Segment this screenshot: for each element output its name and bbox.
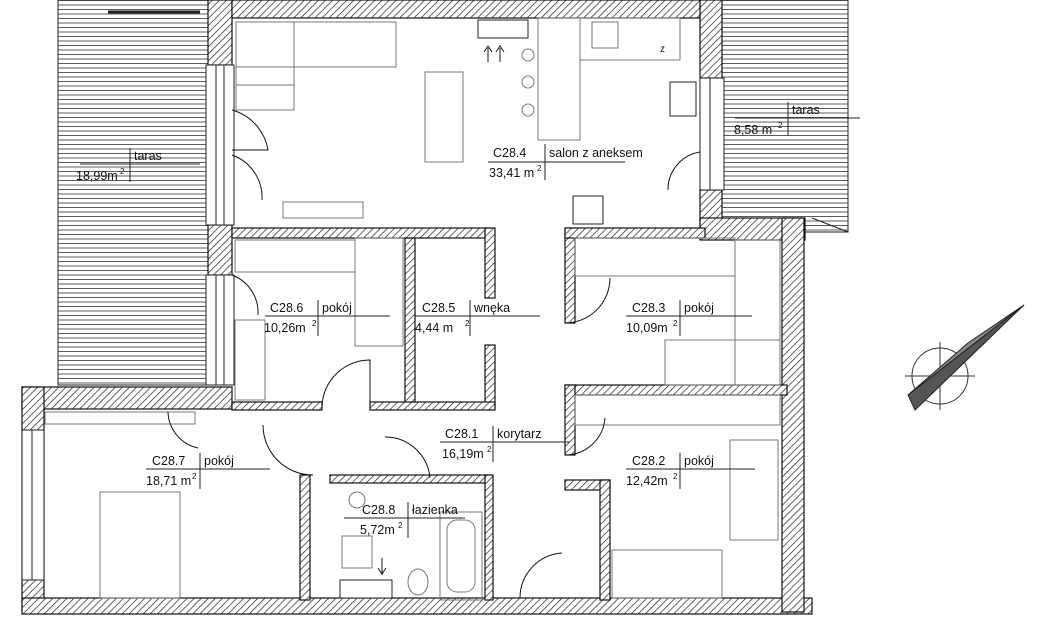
area-unit-sup: 2	[778, 121, 783, 130]
room-name: pokój	[684, 454, 714, 468]
kitchen-mark: z	[660, 44, 665, 55]
area-unit-sup: 2	[192, 472, 197, 481]
terrace-name: taras	[792, 103, 820, 117]
room-name: łazienka	[412, 503, 458, 517]
area-unit-sup: 2	[465, 319, 470, 328]
area-unit-sup: 2	[673, 472, 678, 481]
room-name: korytarz	[497, 427, 541, 441]
terrace-left	[57, 0, 209, 386]
terrace-area: 18,99m	[76, 169, 118, 183]
area-unit-sup: 2	[312, 319, 317, 328]
room-code: C28.6	[270, 301, 303, 315]
room-code: C28.3	[632, 301, 665, 315]
terrace-name: taras	[134, 149, 162, 163]
room-label-c28-1: C28.1 korytarz 16,19m 2	[440, 426, 570, 462]
room-area: 5,72m	[360, 523, 395, 537]
terrace-right	[721, 0, 849, 233]
room-label-c28-3: C28.3 pokój 10,09m 2	[626, 300, 752, 336]
room-area: 12,42m	[626, 474, 668, 488]
room-area: 33,41 m	[489, 166, 534, 180]
room-area: 4,44 m	[415, 321, 453, 335]
room-name: wnęka	[473, 301, 510, 315]
terrace-label-left: taras 18,99m 2	[76, 148, 200, 183]
windows	[21, 64, 725, 581]
room-code: C28.5	[422, 301, 455, 315]
area-unit-sup: 2	[120, 167, 125, 176]
area-unit-sup: 2	[537, 164, 542, 173]
room-area: 16,19m	[442, 447, 484, 461]
room-label-c28-2: C28.2 pokój 12,42m 2	[626, 453, 755, 489]
area-unit-sup: 2	[398, 521, 403, 530]
room-area: 18,71 m	[146, 474, 191, 488]
area-unit-sup: 2	[673, 319, 678, 328]
room-furniture	[44, 237, 781, 599]
room-label-c28-5: C28.5 wnęka 4,44 m 2	[415, 300, 540, 336]
room-name: pokój	[204, 454, 234, 468]
doors	[167, 109, 701, 599]
bathroom-fixtures	[339, 491, 483, 601]
room-name: salon z aneksem	[549, 146, 643, 160]
terrace-label-right: taras 8,58 m 2	[734, 102, 860, 137]
room-area: 10,26m	[264, 321, 306, 335]
room-name: pokój	[322, 301, 352, 315]
room-area: 10,09m	[626, 321, 668, 335]
room-label-c28-4: C28.4 salon z aneksem 33,41 m 2	[488, 144, 643, 180]
room-code: C28.1	[445, 427, 478, 441]
interior-walls	[231, 227, 788, 601]
area-unit-sup: 2	[487, 445, 492, 454]
room-code: C28.7	[152, 454, 185, 468]
terrace-area: 8,58 m	[734, 123, 772, 137]
room-label-c28-6: C28.6 pokój 10,26m 2	[264, 300, 390, 336]
room-name: pokój	[684, 301, 714, 315]
room-label-c28-7: C28.7 pokój 18,71 m 2	[146, 453, 270, 489]
north-arrow-icon	[905, 304, 1025, 411]
room-label-c28-8: C28.8 łazienka 5,72m 2	[344, 502, 465, 538]
room-code: C28.2	[632, 454, 665, 468]
living-room-furniture	[235, 17, 697, 225]
room-code: C28.4	[493, 146, 526, 160]
room-code: C28.8	[362, 503, 395, 517]
